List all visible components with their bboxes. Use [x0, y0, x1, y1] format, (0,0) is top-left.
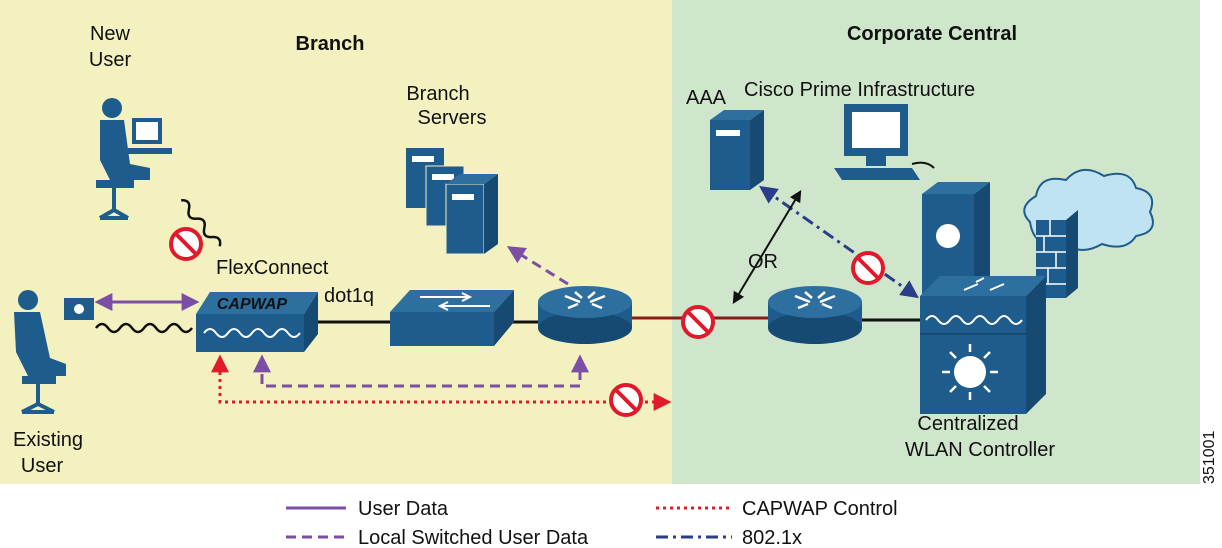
legend-dot1x-label: 802.1x	[742, 527, 802, 548]
branch-title: Branch	[296, 33, 365, 55]
aaa-server-icon	[710, 110, 764, 190]
flexconnect-ap-icon	[196, 292, 318, 352]
branch-servers-label-line2: Servers	[418, 107, 487, 129]
new-user-label-line2: User	[89, 49, 132, 71]
existing-user-label-line1: Existing	[13, 429, 83, 451]
prime-label: Cisco Prime Infrastructure	[744, 79, 975, 101]
existing-user-icon	[14, 290, 94, 414]
local-switched-to-servers	[506, 246, 569, 286]
or-label: OR	[748, 251, 778, 273]
legend-capwap-control-label: CAPWAP Control	[742, 498, 898, 520]
existing-user-wireless-icon	[95, 322, 193, 334]
aaa-label: AAA	[686, 87, 727, 109]
new-user-label-line1: New	[90, 23, 131, 45]
block-icon-new-user	[169, 227, 203, 261]
dot1q-label: dot1q	[324, 285, 374, 307]
branch-servers-label-line1: Branch	[406, 83, 469, 105]
branch-zone	[0, 0, 672, 484]
branch-switch-icon	[390, 290, 514, 346]
branch-router-icon	[538, 286, 632, 344]
figure-id: 351001	[1201, 431, 1218, 484]
legend: User Data Local Switched User Data CAPWA…	[286, 498, 898, 548]
prime-workstation-icon	[834, 104, 935, 180]
block-icon-dot1x	[851, 251, 885, 285]
branch-servers-icon	[406, 148, 498, 255]
block-icon-capwap	[609, 383, 643, 417]
capwap-control-path	[211, 354, 672, 411]
new-user-icon	[96, 98, 172, 220]
central-title: Corporate Central	[847, 23, 1017, 45]
existing-user-label-line2: User	[21, 455, 64, 477]
wlc-label-line2: WLAN Controller	[905, 439, 1055, 461]
new-user-wireless-icon	[181, 199, 222, 247]
flexconnect-label: FlexConnect	[216, 257, 329, 279]
central-router-icon	[768, 286, 862, 344]
legend-local-switched-label: Local Switched User Data	[358, 527, 589, 548]
block-icon-wan	[681, 305, 715, 339]
wlc-label-line1: Centralized	[917, 413, 1018, 435]
legend-user-data-label: User Data	[358, 498, 449, 520]
wlan-controller-icon	[920, 276, 1046, 414]
or-arrow	[732, 189, 802, 305]
capwap-ap-label: CAPWAP	[217, 296, 288, 313]
